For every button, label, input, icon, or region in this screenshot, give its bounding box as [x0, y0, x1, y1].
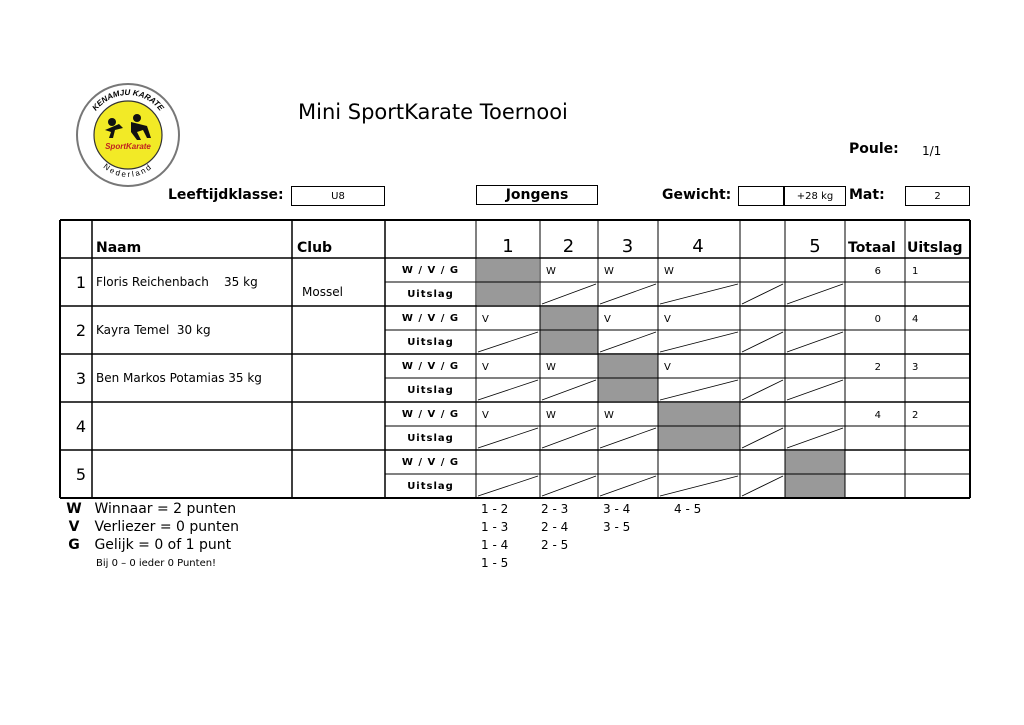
match-result: W: [664, 265, 674, 277]
poule-value: 1/1: [922, 144, 942, 158]
row-number: 5: [75, 464, 86, 484]
pairing: 2 - 5: [541, 538, 569, 552]
match-result: W: [546, 265, 556, 277]
competitor-name: Kayra Temel 30 kg: [96, 323, 211, 337]
age-class-label: Leeftijdklasse:: [168, 187, 284, 203]
karate-figures-icon: [105, 114, 151, 140]
header-club: Club: [297, 240, 333, 256]
pairing: 4 - 5: [674, 502, 702, 516]
wvg-label: W / V / G: [401, 360, 460, 372]
pairing: 3 - 5: [603, 520, 631, 534]
pairing: 1 - 2: [481, 502, 509, 516]
weight-field: +28 kg: [784, 186, 846, 206]
wvg-label: W / V / G: [401, 456, 460, 468]
total-points: 2: [874, 361, 881, 373]
uitslag-label: Uitslag: [407, 288, 454, 300]
col-header-1: 1: [502, 235, 514, 257]
col-header-5: 5: [809, 235, 821, 257]
legend-item: V Verliezer = 0 punten: [68, 519, 240, 535]
pairing: 1 - 5: [481, 556, 509, 570]
competitor-name: Ben Markos Potamias 35 kg: [96, 371, 262, 385]
legend-item: G Gelijk = 0 of 1 punt: [68, 537, 232, 553]
gender-field: Jongens: [476, 185, 598, 205]
col-header-2: 2: [562, 235, 575, 257]
kenamju-logo: KENAMJU KARATE Nederland SportKarate: [76, 83, 180, 187]
logo-center-text: SportKarate: [105, 142, 151, 151]
uitslag-label: Uitslag: [407, 480, 454, 492]
match-result: V: [482, 313, 489, 325]
row-number: 2: [75, 320, 86, 340]
header-totaal: Totaal: [848, 240, 896, 256]
poule-label: Poule:: [849, 141, 899, 157]
header-uitslag: Uitslag: [907, 240, 963, 256]
match-result: V: [604, 313, 611, 325]
final-place: 2: [912, 409, 919, 421]
uitslag-label: Uitslag: [407, 432, 454, 444]
col-header-3: 3: [621, 235, 634, 257]
col-header-4: 4: [692, 235, 704, 257]
mat-field: 2: [905, 186, 970, 206]
pairing: 2 - 4: [541, 520, 569, 534]
weight-label: Gewicht:: [662, 187, 732, 203]
final-place: 1: [912, 265, 919, 277]
row-number: 3: [75, 368, 86, 388]
uitslag-label: Uitslag: [407, 336, 454, 348]
pairing: 1 - 4: [481, 538, 509, 552]
row-number: 1: [75, 272, 86, 292]
page-title: Mini SportKarate Toernooi: [298, 100, 568, 124]
match-result: W: [546, 361, 556, 373]
age-class-field: U8: [291, 186, 385, 206]
mat-label: Mat:: [849, 187, 885, 203]
match-result: W: [604, 265, 614, 277]
total-points: 6: [874, 265, 881, 277]
header-naam: Naam: [96, 240, 142, 256]
match-result: V: [664, 313, 671, 325]
pairing: 3 - 4: [603, 502, 631, 516]
wvg-label: W / V / G: [401, 264, 460, 276]
match-result: W: [604, 409, 614, 421]
match-result: W: [546, 409, 556, 421]
competitor-club: Mossel: [302, 285, 343, 299]
weight-blank-field: [738, 186, 784, 206]
final-place: 4: [912, 313, 919, 325]
legend-item: W Winnaar = 2 punten: [66, 501, 237, 517]
match-result: V: [482, 409, 489, 421]
legend-note: Bij 0 – 0 ieder 0 Punten!: [96, 558, 217, 569]
pairing: 2 - 3: [541, 502, 569, 516]
total-points: 4: [874, 409, 881, 421]
pairing: 1 - 3: [481, 520, 509, 534]
wvg-label: W / V / G: [401, 408, 460, 420]
match-result: V: [664, 361, 671, 373]
uitslag-label: Uitslag: [407, 384, 454, 396]
row-number: 4: [75, 416, 86, 436]
final-place: 3: [912, 361, 919, 373]
total-points: 0: [874, 313, 881, 325]
wvg-label: W / V / G: [401, 312, 460, 324]
competitor-name: Floris Reichenbach 35 kg: [96, 275, 258, 289]
match-result: V: [482, 361, 489, 373]
